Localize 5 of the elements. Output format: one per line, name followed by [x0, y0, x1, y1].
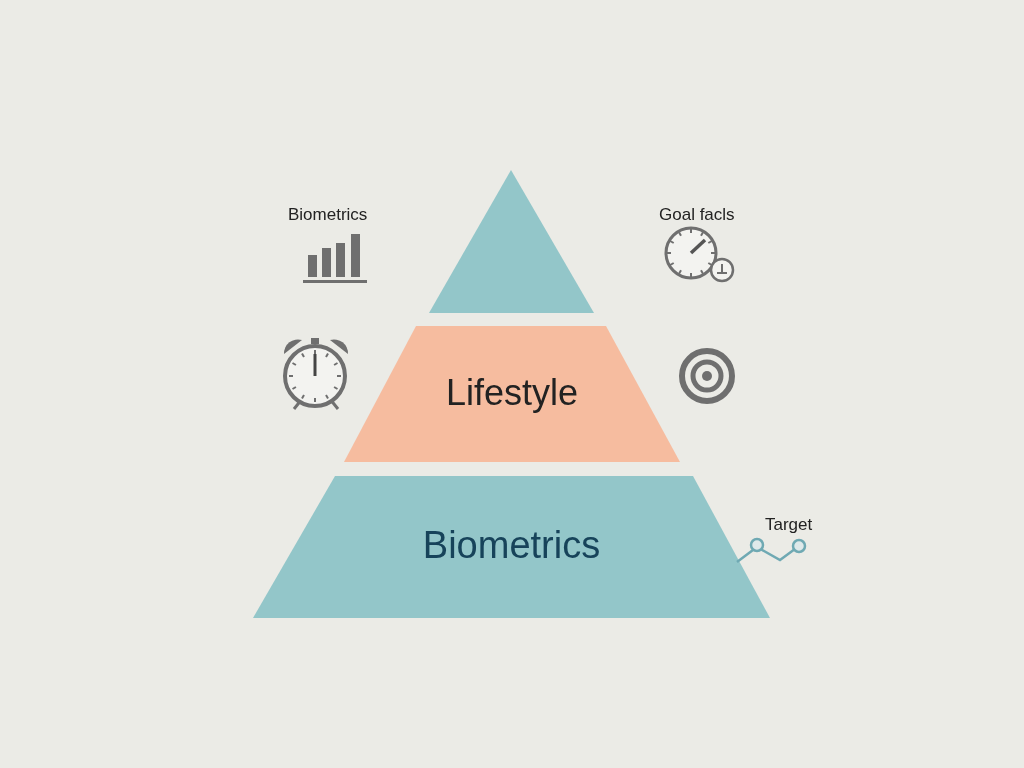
side-label: Target [765, 515, 813, 535]
tier-label: Biometrics [421, 524, 602, 568]
side-label: Biometrics [288, 205, 368, 225]
side-label: Goal facls [659, 205, 735, 225]
tier-label: Lifestyle [444, 372, 580, 415]
